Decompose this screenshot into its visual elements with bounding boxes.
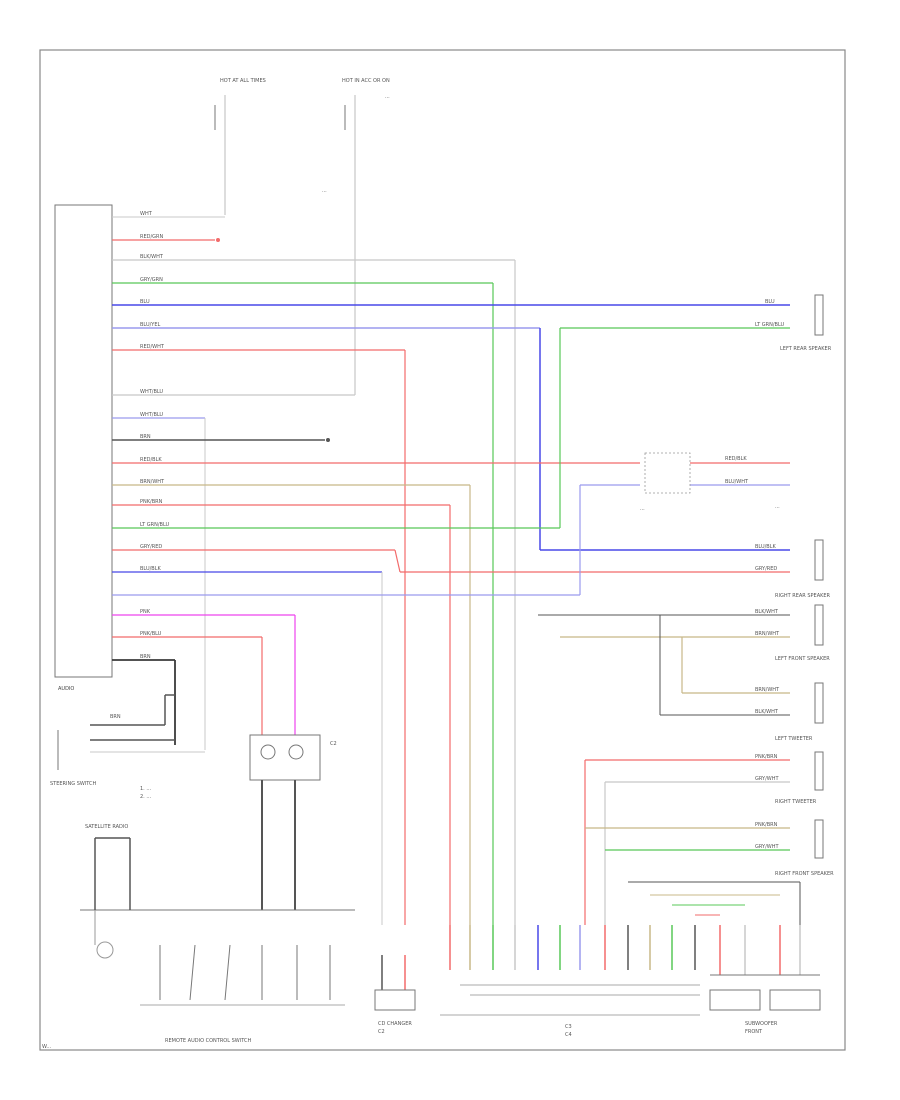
front-label: FRONT (745, 1029, 763, 1035)
steering-switch: BRN STEERING SWITCH 1. ... 2. ... (50, 694, 205, 800)
wire-label-w16: BLU/BLK (140, 566, 162, 572)
svg-text:BLU: BLU (765, 299, 775, 305)
j-connector-1: C3 (565, 1024, 572, 1030)
right-tweeter: PNK/BRN GRY/WHT RIGHT TWEETER (585, 799, 824, 859)
left-front-speaker: BRN/WHT BLK/WHT LEFT FRONT SPEAKER (659, 615, 830, 724)
center-amp-connector: ... RED/BLK BLU/WHT (640, 452, 749, 512)
svg-text:GRY/WHT: GRY/WHT (755, 776, 779, 782)
svg-text:GRY/RED: GRY/RED (755, 566, 777, 572)
remote-audio-switches: SATELLITE RADIO REMOTE AUDIO CONTROL SWI… (85, 824, 345, 1044)
head-unit-label: AUDIO (58, 686, 74, 692)
cd-changer: CD CHANGER C2 (374, 955, 416, 1035)
wire-label-w3: BLK/WHT (140, 254, 164, 260)
svg-text:BRN/WHT: BRN/WHT (755, 631, 780, 637)
amp-label: ... (775, 504, 780, 510)
center-junction-box: C2 (80, 734, 355, 911)
diagram-border (39, 49, 846, 1051)
right-tweeter-label: RIGHT TWEETER (775, 799, 817, 805)
svg-text:BLK/WHT: BLK/WHT (755, 709, 779, 715)
svg-text:BLK/WHT: BLK/WHT (755, 609, 779, 615)
svg-text:BRN/WHT: BRN/WHT (755, 687, 780, 693)
wire-label-w12: BRN/WHT (140, 479, 165, 485)
wire-label-w9: WHT/BLU (140, 412, 163, 418)
bottom-connector-j: C3 C4 (440, 925, 700, 1038)
left-front-label: LEFT FRONT SPEAKER (775, 656, 830, 662)
footer-code: W... (42, 1044, 52, 1050)
wire-label-w18: PNK/BLU (140, 631, 162, 637)
power-source-mid: HOT IN ACC OR ON ... ... (322, 78, 390, 395)
svg-text:PNK/BRN: PNK/BRN (755, 754, 778, 760)
head-unit-box (54, 204, 113, 678)
cd-changer-connector: C2 (378, 1029, 385, 1035)
j-connector-2: C4 (565, 1032, 572, 1038)
wire-label-w2: RED/GRN (140, 234, 164, 240)
left-tweeter-label: LEFT TWEETER (775, 736, 813, 742)
svg-text:...: ... (640, 506, 645, 512)
steering-note-1: 1. ... (140, 786, 152, 792)
remote-control-label: REMOTE AUDIO CONTROL SWITCH (165, 1038, 251, 1044)
wire-label-w10: BRN (140, 434, 151, 440)
svg-text:BRN: BRN (110, 714, 121, 720)
hot-note-2: HOT IN ACC OR ON (342, 78, 390, 84)
wire-label-w4: GRY/GRN (140, 277, 163, 283)
wire-label-w1: WHT (140, 211, 153, 217)
left-rear-label: LEFT REAR SPEAKER (780, 346, 832, 352)
wire-label-w17: PNK (140, 609, 151, 615)
wire-label-w11: RED/BLK (140, 457, 162, 463)
right-rear-label: RIGHT REAR SPEAKER (775, 593, 831, 599)
hot-note-1: HOT AT ALL TIMES (220, 78, 266, 84)
svg-text:GRY/WHT: GRY/WHT (755, 844, 779, 850)
right-rear-speaker: BLK/WHT BRN/WHT RIGHT REAR SPEAKER (538, 593, 831, 646)
wire-label-w19: BRN (140, 654, 151, 660)
right-front-label: RIGHT FRONT SPEAKER (775, 871, 834, 877)
steering-switch-label: STEERING SWITCH (50, 781, 97, 787)
amp-note: ... (322, 188, 327, 194)
cd-changer-label: CD CHANGER (378, 1021, 412, 1027)
power-source-left: HOT AT ALL TIMES (214, 78, 266, 215)
hot-note-3: ... (385, 94, 390, 100)
left-rear-speaker: BLU LT GRN/BLU LEFT REAR SPEAKER (755, 294, 832, 352)
svg-text:RED/BLK: RED/BLK (725, 456, 747, 462)
wire-label-w5: BLU (140, 299, 150, 305)
satellite-label: SATELLITE RADIO (85, 824, 128, 830)
svg-text:BLU/BLK: BLU/BLK (755, 544, 777, 550)
wire-label-w14: LT GRN/BLU (140, 522, 169, 528)
svg-text:PNK/BRN: PNK/BRN (755, 822, 778, 828)
svg-text:LT GRN/BLU: LT GRN/BLU (755, 322, 784, 328)
wire-label-w15: GRY/RED (140, 544, 162, 550)
wire-label-w8: WHT/BLU (140, 389, 163, 395)
center-box-label: C2 (330, 741, 337, 747)
subwoofer-label: SUBWOOFER (745, 1021, 778, 1027)
amp-speaker: BLU/BLK GRY/RED ... (755, 504, 824, 581)
subwoofer: SUBWOOFER FRONT (709, 925, 821, 1035)
wire-label-w13: PNK/BRN (140, 499, 163, 505)
wire-label-w7: RED/WHT (140, 344, 165, 350)
right-front-speaker: RIGHT FRONT SPEAKER (628, 871, 834, 925)
svg-text:BLU/WHT: BLU/WHT (725, 479, 749, 485)
wire-label-w6: BLU/YEL (140, 322, 161, 328)
steering-note-2: 2. ... (140, 794, 152, 800)
left-tweeter: PNK/BRN GRY/WHT LEFT TWEETER (584, 736, 824, 925)
